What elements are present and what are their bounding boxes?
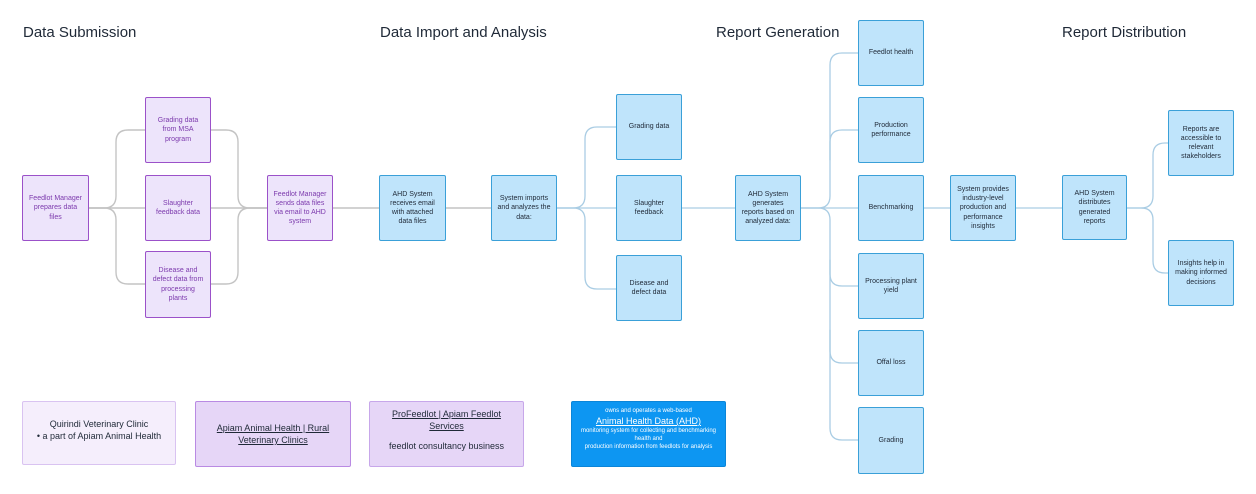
- connector: [556, 207, 617, 290]
- connector: [88, 207, 146, 285]
- connector: [1126, 207, 1169, 274]
- node-ahd-receives[interactable]: AHD System receives email with attached …: [379, 175, 446, 241]
- note-apiam-title: Apiam Animal Health | Rural Veterinary C…: [216, 422, 330, 445]
- node-production-performance[interactable]: Production performance: [858, 97, 924, 163]
- note-ahd-pre: owns and operates a web-based: [605, 408, 692, 414]
- connector: [210, 207, 268, 285]
- connector: [800, 52, 859, 209]
- node-offal-loss[interactable]: Offal loss: [858, 330, 924, 396]
- node-reports-accessible[interactable]: Reports are accessible to relevant stake…: [1168, 110, 1234, 176]
- node-slaughter-feedback[interactable]: Slaughter feedback: [616, 175, 682, 241]
- note-profeedlot-subtitle: feedlot consultancy business: [388, 441, 505, 452]
- note-ahd-title: Animal Health Data (AHD): [595, 416, 702, 427]
- node-grading[interactable]: Grading: [858, 407, 924, 474]
- node-processing-plant-yield[interactable]: Processing plant yield: [858, 253, 924, 319]
- heading-report-distribution: Report Distribution: [1062, 24, 1187, 41]
- note-profeedlot: ProFeedlot | Apiam Feedlot Services feed…: [369, 401, 524, 467]
- connector: [210, 129, 268, 209]
- connector: [800, 207, 859, 287]
- node-grading-data[interactable]: Grading data: [616, 94, 682, 160]
- connector: [88, 129, 146, 209]
- note-profeedlot-title: ProFeedlot | Apiam Feedlot Services: [392, 409, 501, 432]
- node-grading-msa[interactable]: Grading data from MSA program: [145, 97, 211, 163]
- node-feedlot-manager-sends[interactable]: Feedlot Manager sends data files via ema…: [267, 175, 333, 241]
- node-insights-help[interactable]: Insights help in making informed decisio…: [1168, 240, 1234, 306]
- heading-data-submission: Data Submission: [23, 24, 137, 41]
- connector: [1126, 142, 1169, 209]
- node-system-provides[interactable]: System provides industry-level productio…: [950, 175, 1016, 241]
- node-feedlot-health[interactable]: Feedlot health: [858, 20, 924, 86]
- node-disease-defect-data[interactable]: Disease and defect data: [616, 255, 682, 321]
- node-disease-defect-plants[interactable]: Disease and defect data from processing …: [145, 251, 211, 318]
- node-benchmarking[interactable]: Benchmarking: [858, 175, 924, 241]
- connector: [829, 259, 859, 441]
- note-quirindi: Quirindi Veterinary Clinic • a part of A…: [22, 401, 176, 465]
- node-ahd-generates[interactable]: AHD System generates reports based on an…: [735, 175, 801, 241]
- connector: [829, 129, 859, 161]
- note-apiam: Apiam Animal Health | Rural Veterinary C…: [195, 401, 351, 467]
- note-quirindi-title: Quirindi Veterinary Clinic: [49, 419, 149, 429]
- heading-data-import: Data Import and Analysis: [380, 24, 547, 41]
- node-ahd-distributes[interactable]: AHD System distributes generated reports: [1062, 175, 1127, 240]
- heading-report-generation: Report Generation: [716, 24, 840, 41]
- connector: [556, 126, 617, 209]
- connector: [829, 329, 859, 364]
- node-system-imports[interactable]: System imports and analyzes the data:: [491, 175, 557, 241]
- node-slaughter-feedback-data[interactable]: Slaughter feedback data: [145, 175, 211, 241]
- note-ahd-desc1: monitoring system for collecting and ben…: [580, 428, 717, 443]
- note-ahd: owns and operates a web-based Animal Hea…: [571, 401, 726, 467]
- note-ahd-desc2: production information from feedlots for…: [584, 444, 713, 451]
- node-feedlot-manager-prepares[interactable]: Feedlot Manager prepares data files: [22, 175, 89, 241]
- note-quirindi-bullet: • a part of Apiam Animal Health: [36, 431, 162, 442]
